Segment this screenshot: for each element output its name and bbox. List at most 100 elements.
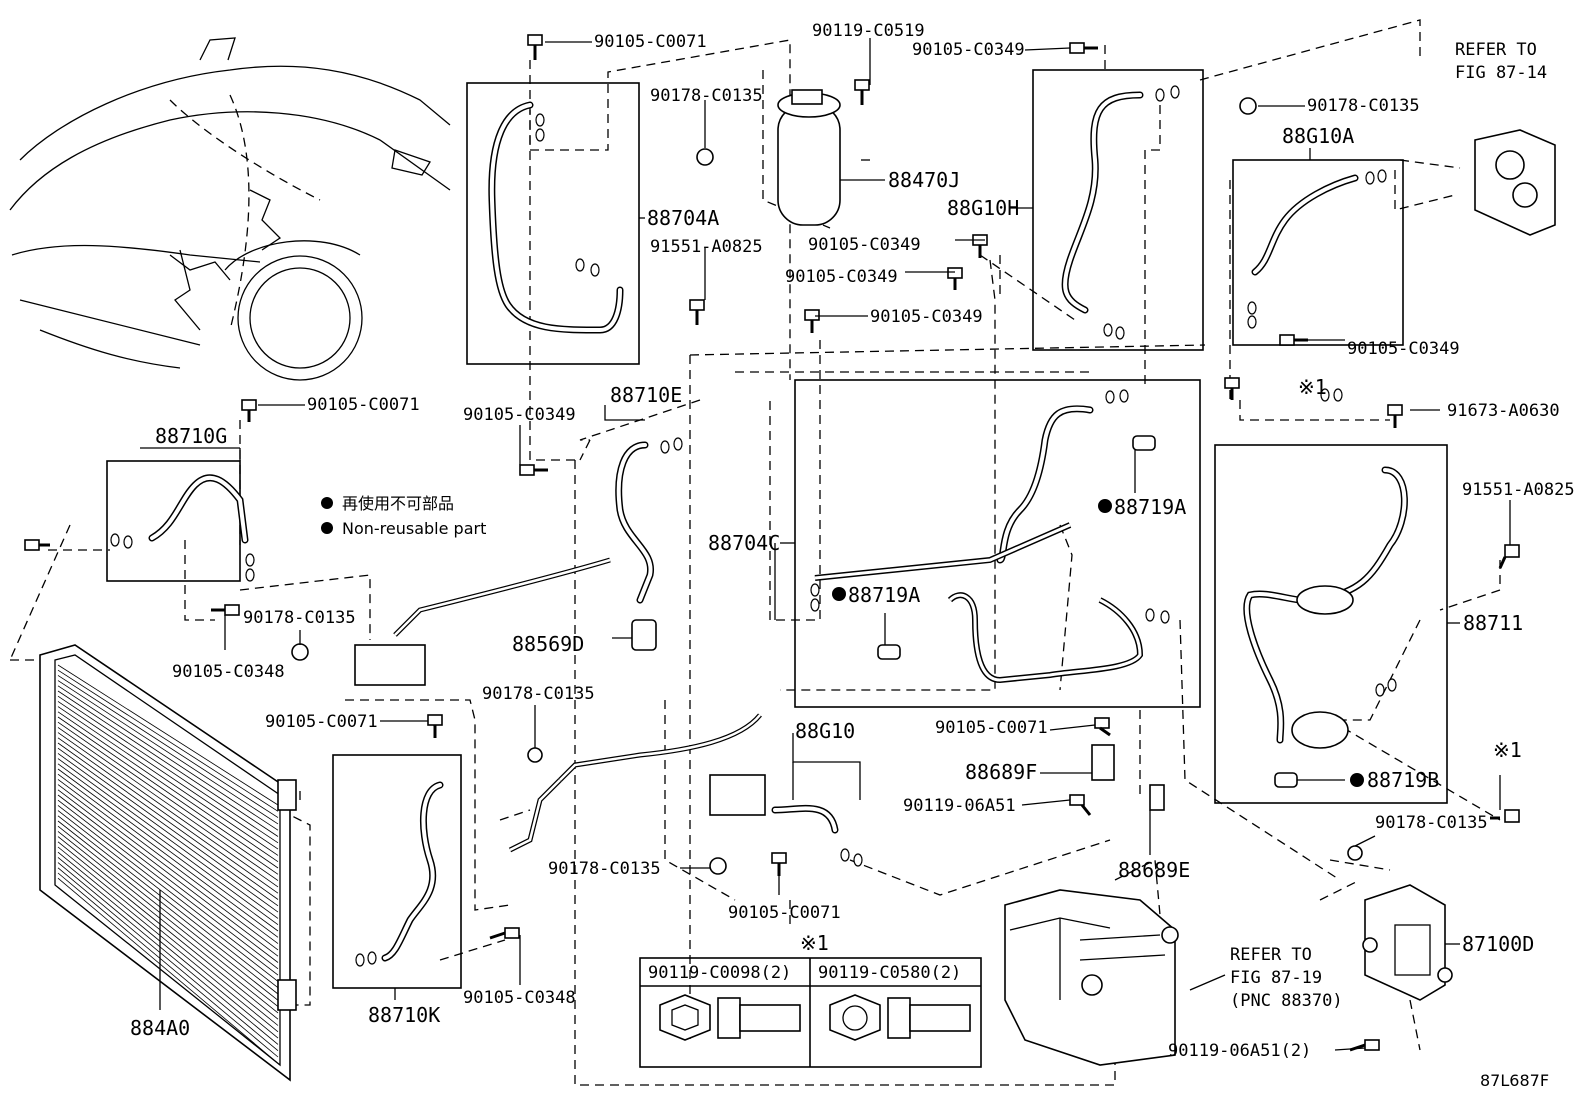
label-88719A: 88719A [1114,495,1186,519]
label-90105-C0348: 90105-C0348 [172,662,285,682]
condenser-fin [57,784,279,951]
bolt-icon [527,34,543,60]
note-marker: ※1 [1493,738,1522,762]
bracket-88569D [631,619,657,651]
o-ring-icon [575,258,585,272]
table-col1: 90119-C0098(2) [648,963,791,983]
condenser-fin [57,727,279,881]
vehicle-outline [9,37,451,381]
condenser-fin [57,867,279,1052]
refer-line1: REFER TO [1230,945,1312,965]
refer-line2: FIG 87-19 [1230,968,1322,988]
non-reusable-dot-icon [832,587,846,601]
label-90178-C0135: 90178-C0135 [1307,96,1420,116]
bolt-icon [241,399,257,422]
box-88G10A [1232,159,1404,346]
label-90105-C0349: 90105-C0349 [912,40,1025,60]
bolt-icon [1387,404,1403,428]
condenser-fin [57,805,279,976]
refer-line3: (PNC 88370) [1230,991,1343,1011]
refer-line1: REFER TO [1455,40,1537,60]
condenser-fin [57,831,279,1007]
label-90105-C0349: 90105-C0349 [463,405,576,425]
non-reusable-dot-icon [321,522,333,534]
label-88569D: 88569D [512,632,584,656]
compressor [1004,889,1179,1066]
legend: 再使用不可部品 Non-reusable part [321,494,486,538]
label-91551-A0825: 91551-A0825 [650,237,763,257]
condenser-fin [57,664,279,806]
refer-line2: FIG 87-14 [1455,63,1547,83]
box-88710K [332,754,462,989]
label-91673-A0630: 91673-A0630 [1447,401,1560,421]
o-ring-icon [673,437,683,451]
condenser-fin [57,685,279,831]
condenser-fin [57,669,279,812]
o-ring-icon [853,853,863,867]
o-ring-icon [660,440,670,454]
o-ring-icon [840,848,850,862]
label-90105-C0071: 90105-C0071 [728,903,841,923]
label-88710K: 88710K [368,1003,440,1027]
bolt-icon [24,539,50,551]
condenser-fin [57,695,279,844]
nut-icon [1347,845,1363,861]
label-90105-C0349: 90105-C0349 [808,235,921,255]
condenser-fin [57,779,279,944]
bolt-side-icon [887,997,971,1039]
condenser-fin [57,706,279,856]
diagram-code: 87L687F [1480,1071,1549,1090]
condenser-fin [57,810,279,982]
valve-block-center [709,774,766,816]
label-90178-C0135: 90178-C0135 [243,608,356,628]
pressure-sensor-icon [1274,772,1298,788]
label-88470J: 88470J [888,168,960,192]
condenser-fin [57,753,279,913]
bolt-icon [947,267,963,290]
label-90105-C0349: 90105-C0349 [785,267,898,287]
o-ring-icon [245,568,255,582]
o-ring-icon [1247,315,1257,329]
label-90105-C0349: 90105-C0349 [870,307,983,327]
o-ring-icon [367,951,377,965]
condenser-fin [57,758,279,919]
label-88711: 88711 [1463,611,1523,635]
label-90178-C0135: 90178-C0135 [650,86,763,106]
o-ring-icon [355,953,365,967]
o-ring-icon [535,128,545,142]
condenser-fin [57,794,279,963]
label-91551-A0825: 91551-A0825 [1462,480,1575,500]
bolt-icon [854,79,870,105]
legend-jp: 再使用不可部品 [342,494,454,513]
label-90178-C0135: 90178-C0135 [548,859,661,879]
condenser-fin [57,742,279,900]
condenser-fin [57,877,279,1064]
nut-icon [696,148,714,166]
label-88710E: 88710E [610,383,682,407]
o-ring-icon [810,583,820,597]
part-labels: 90105-C0071 90119-C0519 90105-C0349 9017… [130,21,1575,1061]
component-boxes [106,69,1448,1068]
o-ring-icon [535,113,545,127]
non-reusable-dot-icon [321,497,333,509]
refer-fig-87-19: REFER TO FIG 87-19 (PNC 88370) [1230,945,1343,1011]
label-88689F: 88689F [965,760,1037,784]
condenser-fin [57,711,279,863]
fasteners [24,34,1520,1052]
leader-lines [140,38,1511,1051]
bolt-icon [771,852,787,876]
condenser-fin [57,737,279,894]
condenser-fin [57,763,279,926]
pressure-sensor-icon [877,644,901,660]
label-88719B: 88719B [1367,768,1439,792]
o-ring-icon [1333,388,1343,402]
label-90105-C0071: 90105-C0071 [935,718,1048,738]
nut-icon [527,747,543,763]
non-reusable-dot-icon [1350,773,1364,787]
bolt-icon [427,714,443,738]
o-ring-icon [1115,326,1125,340]
o-ring-icon [1155,88,1165,102]
o-ring-icon [1320,388,1330,402]
condenser-fin [57,773,279,938]
